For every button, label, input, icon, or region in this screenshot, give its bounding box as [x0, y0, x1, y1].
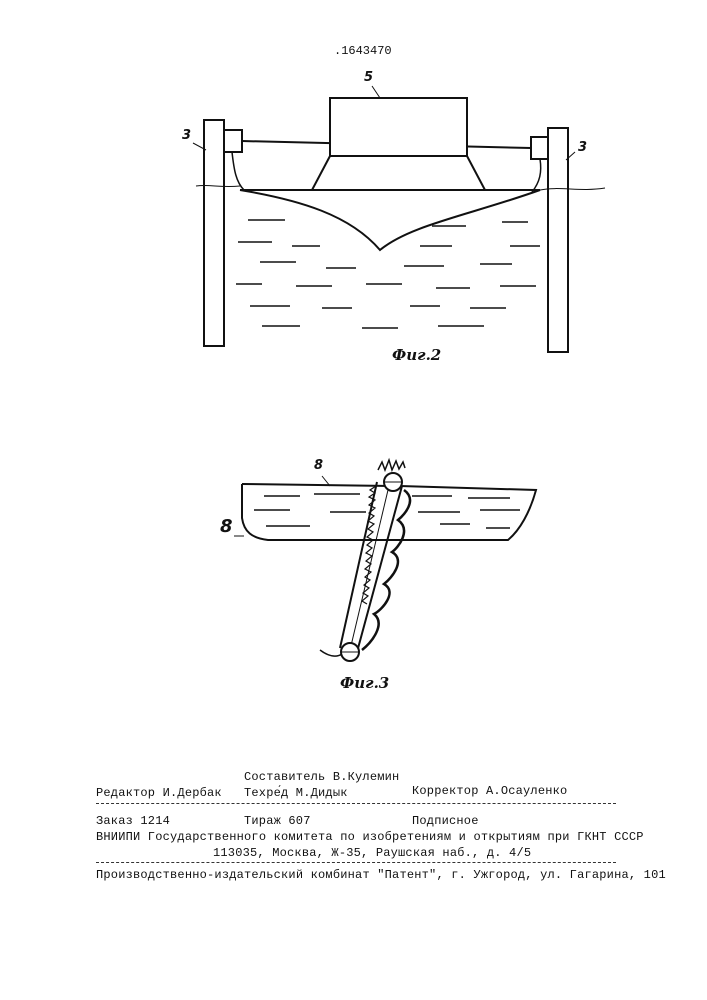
publisher-line: Производственно-издательский комбинат "П…: [96, 868, 666, 882]
divider-top: [96, 803, 616, 804]
figure-3-drawing: [0, 0, 707, 720]
subscription-line: Подписное: [412, 814, 479, 828]
order-line: Заказ 1214: [96, 814, 170, 828]
techred-line: Техре́д М.Дидык: [244, 786, 348, 800]
figure-3-label: Фиг.3: [340, 674, 389, 692]
editor-line: Редактор И.Дербак: [96, 786, 222, 800]
institute-line: ВНИИПИ Государственного комитета по изоб…: [96, 830, 644, 844]
corrector-line: Корректор А.Осауленко: [412, 784, 567, 798]
fig3-callout-top: 8: [314, 458, 323, 473]
divider-bottom: [96, 862, 616, 863]
address-line: 113035, Москва, Ж-35, Раушская наб., д. …: [213, 846, 531, 860]
fig3-callout-left: 8: [220, 516, 233, 537]
compiler-line: Составитель В.Кулемин: [244, 770, 399, 784]
circulation-line: Тираж 607: [244, 814, 311, 828]
